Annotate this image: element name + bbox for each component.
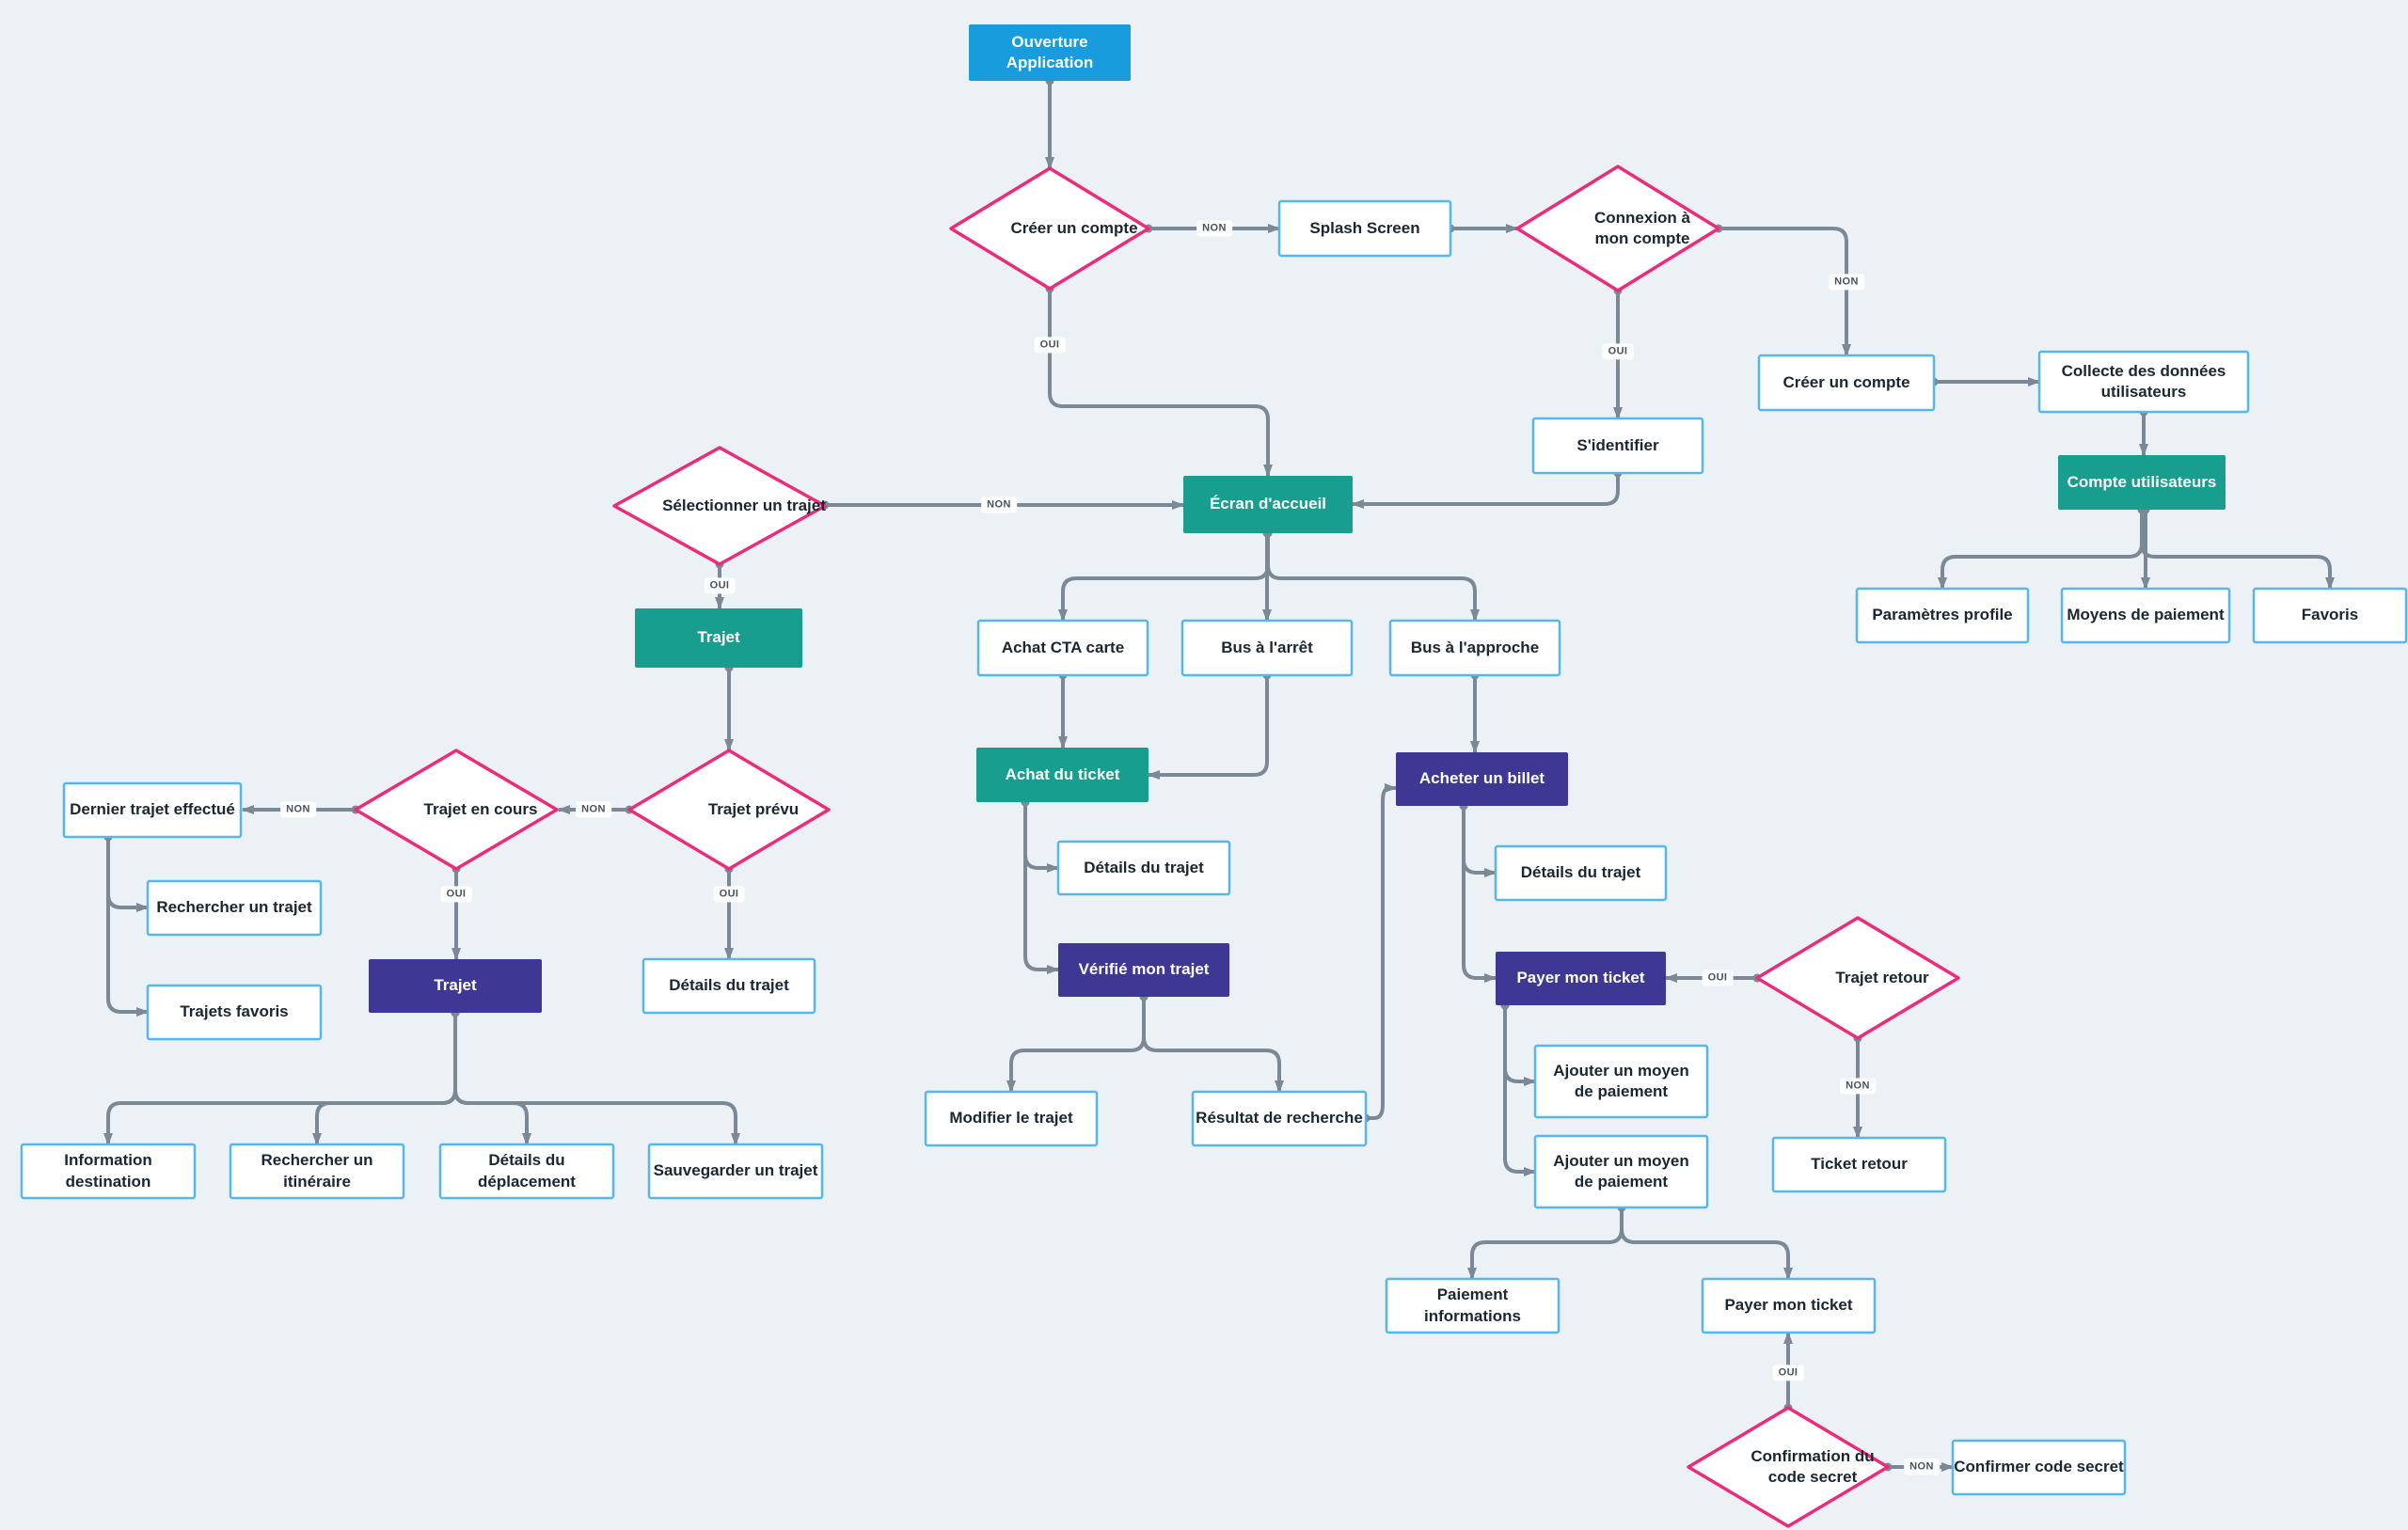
node-moyens-de-paiement[interactable] (2060, 587, 2231, 644)
edge-label-confirmation-to-confirmer: NON (1904, 1459, 1940, 1475)
edge-acheter-billet-to-payer (1462, 806, 1497, 983)
node-details-du-deplacement[interactable] (438, 1143, 615, 1200)
edge-label-trajet-prevu-to-trajet-en-cours: NON (576, 801, 611, 818)
node-bus-a-l-approche[interactable] (1388, 619, 1561, 677)
node-splash-screen[interactable] (1277, 199, 1452, 258)
edge-label-trajet-en-cours-to-trajet-purple: OUI (440, 886, 472, 903)
node-acheter-un-billet[interactable] (1396, 752, 1568, 806)
edge-trajet-purple-to-sauvegarder (453, 1013, 740, 1146)
node-verifie-mon-trajet[interactable] (1058, 943, 1229, 997)
edge-ajouter-to-paiement-informations (1467, 1207, 1624, 1281)
edge-label-connexion-to-s-identifier: OUI (1602, 343, 1634, 360)
edge-dernier-to-trajets-favoris (106, 837, 150, 1017)
node-trajet-retour-decision[interactable] (1755, 916, 1960, 1040)
edge-verifie-to-resultat (1142, 997, 1284, 1094)
edge-ecran-to-bus-approche (1266, 533, 1480, 623)
edge-label-creer-decision-to-splash: NON (1196, 220, 1232, 237)
node-rechercher-un-itineraire[interactable] (229, 1143, 405, 1200)
node-achat-cta-carte[interactable] (976, 619, 1149, 677)
node-modifier-le-trajet[interactable] (924, 1090, 1099, 1147)
edge-acheter-billet-to-details-right (1462, 806, 1497, 877)
node-ajouter-un-moyen-de-paiement-1[interactable] (1533, 1044, 1709, 1119)
node-trajets-favoris[interactable] (146, 984, 323, 1041)
node-ticket-retour[interactable] (1771, 1136, 1947, 1193)
edge-creer-decision-to-ecran (1048, 289, 1273, 478)
node-payer-mon-ticket-purple[interactable] (1496, 952, 1666, 1005)
node-payer-mon-ticket-white[interactable] (1701, 1277, 1877, 1334)
edge-resultat-to-acheter-billet (1366, 783, 1398, 1120)
edge-label-selectionner-to-ecran: NON (981, 497, 1017, 513)
node-sauvegarder-un-trajet[interactable] (647, 1143, 824, 1200)
node-compte-utilisateurs[interactable] (2058, 455, 2226, 510)
edge-label-connexion-to-creer-compte: NON (1829, 274, 1864, 291)
edge-trajet-purple-to-deplacement (453, 1013, 531, 1146)
node-ouverture-application[interactable] (969, 24, 1131, 81)
node-collecte-des-donnees-utilisateurs[interactable] (2037, 350, 2250, 414)
node-favoris[interactable] (2252, 587, 2408, 644)
node-parametres-profile[interactable] (1855, 587, 2030, 644)
node-dernier-trajet-effectue[interactable] (62, 781, 243, 839)
edge-label-trajet-retour-to-ticket-retour: NON (1840, 1078, 1876, 1095)
edge-label-confirmation-to-payer-white: OUI (1772, 1364, 1804, 1381)
node-s-identifier[interactable] (1531, 417, 1704, 475)
node-details-du-trajet-right[interactable] (1494, 844, 1668, 902)
node-creer-un-compte[interactable] (1757, 354, 1936, 412)
node-trajet-en-cours-decision[interactable] (354, 749, 559, 871)
edge-ajouter-to-payer-white (1620, 1207, 1793, 1281)
node-details-du-trajet-left[interactable] (642, 957, 816, 1015)
edge-label-selectionner-to-trajet: OUI (704, 577, 736, 594)
node-connexion-a-mon-compte-decision[interactable] (1515, 165, 1720, 292)
edge-achat-ticket-to-details-mid (1023, 802, 1060, 873)
edge-s-identifier-to-ecran (1351, 473, 1620, 509)
node-trajet-purple[interactable] (369, 959, 542, 1013)
node-paiement-informations[interactable] (1385, 1277, 1560, 1334)
shape-layer (20, 24, 2408, 1528)
node-trajet-teal[interactable] (635, 608, 802, 668)
node-details-du-trajet-mid[interactable] (1056, 840, 1231, 896)
edge-label-trajet-prevu-to-details: OUI (713, 886, 745, 903)
node-confirmation-du-code-secret-decision[interactable] (1687, 1406, 1890, 1528)
edge-label-trajet-retour-to-payer: OUI (1702, 970, 1734, 986)
edge-trajet-purple-to-itineraire (312, 1013, 457, 1146)
node-resultat-de-recherche[interactable] (1191, 1090, 1368, 1147)
node-trajet-prevu-decision[interactable] (627, 749, 831, 871)
edge-ecran-to-achat-cta (1058, 533, 1270, 623)
edge-connexion-to-creer-compte (1719, 227, 1851, 357)
edge-payer-to-ajouter-2 (1503, 1005, 1537, 1176)
node-ecran-d-accueil[interactable] (1183, 476, 1353, 533)
node-bus-a-l-arret[interactable] (1180, 619, 1354, 677)
edge-label-creer-decision-to-ecran: OUI (1034, 337, 1066, 354)
node-selectionner-un-trajet-decision[interactable] (612, 446, 827, 566)
edge-dernier-to-rechercher (106, 837, 150, 912)
edge-bus-arret-to-achat-ticket (1147, 675, 1269, 780)
edge-label-trajet-en-cours-to-dernier: NON (280, 801, 316, 818)
node-creer-un-compte-decision[interactable] (949, 166, 1150, 291)
node-information-destination[interactable] (20, 1143, 197, 1200)
node-confirmer-code-secret[interactable] (1951, 1439, 2127, 1496)
edge-payer-to-ajouter-1 (1503, 1005, 1537, 1086)
node-ajouter-un-moyen-de-paiement-2[interactable] (1533, 1134, 1709, 1209)
edge-compte-to-parametres (1938, 510, 2144, 591)
node-rechercher-un-trajet[interactable] (146, 879, 323, 937)
edge-achat-ticket-to-verifie (1023, 802, 1060, 974)
edge-verifie-to-modifier (1006, 997, 1146, 1094)
node-achat-du-ticket[interactable] (976, 748, 1149, 802)
edge-compte-to-favoris (2140, 510, 2335, 591)
